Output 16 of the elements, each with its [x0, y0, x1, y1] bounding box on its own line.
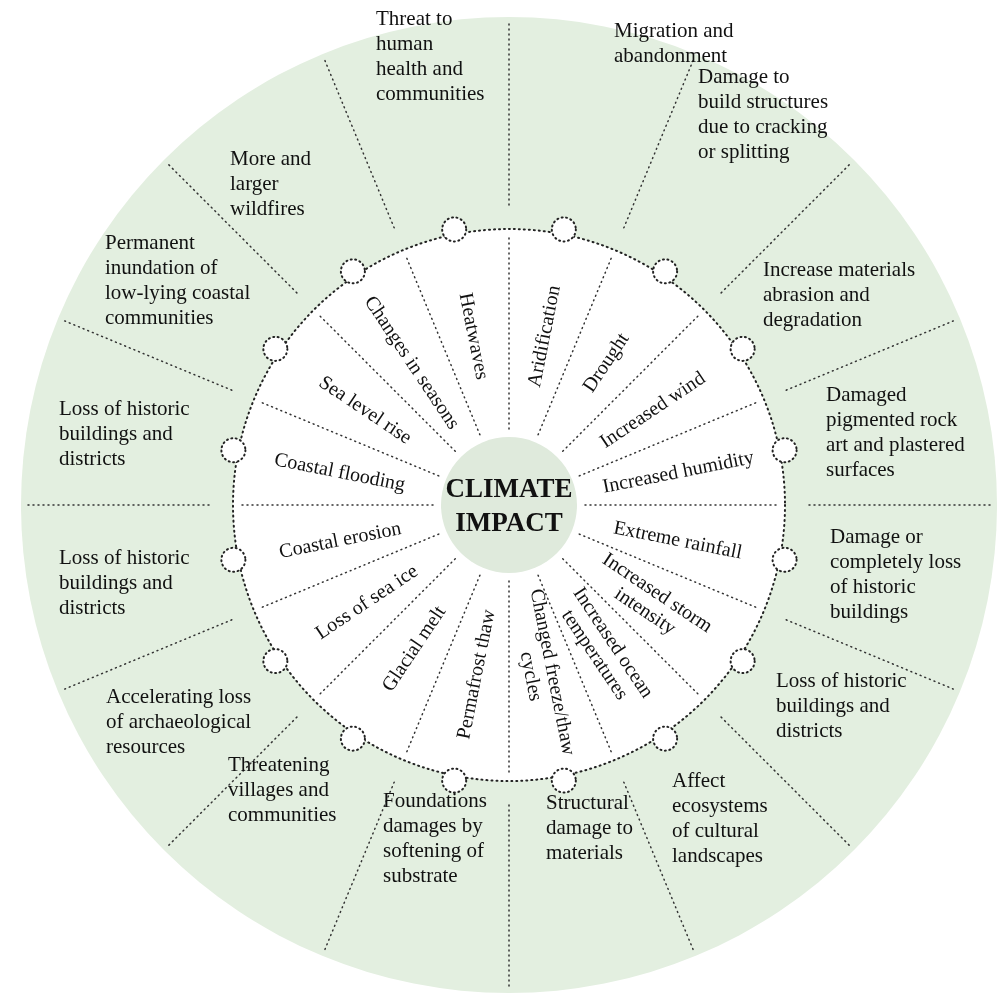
sector-label: Permafrost thaw — [445, 573, 506, 774]
sector-label: Coastal erosion — [240, 508, 441, 569]
outer-sector-label: Permanent inundation of low-lying coastal communities — [105, 230, 253, 330]
outer-sector-label: More and larger wildfires — [230, 146, 355, 221]
outer-sector-label: Threat to human health and communities — [376, 6, 486, 106]
outer-sector-label: Foundations damages by softening of substrate — [383, 788, 501, 888]
outer-sector-label: Loss of historic buildings and districts — [776, 668, 916, 743]
outer-sector-label: Threatening villages and communities — [228, 752, 346, 827]
outer-sector-label: Increase materials abrasion and degradation — [763, 257, 933, 332]
outer-sector-label: Affect ecosystems of cultural landscapes — [672, 768, 782, 868]
outer-sector-label: Damage or completely loss of historic buildings — [830, 524, 968, 624]
outer-sector-label: Damaged pigmented rock art and plastered surfaces — [826, 382, 976, 482]
outer-sector-label: Loss of historic buildings and districts — [59, 545, 199, 620]
outer-sector-label: Loss of historic buildings and districts — [59, 396, 199, 471]
outer-sector-label: Structural damage to materials — [546, 790, 654, 865]
sector-label: Aridification — [512, 236, 573, 437]
